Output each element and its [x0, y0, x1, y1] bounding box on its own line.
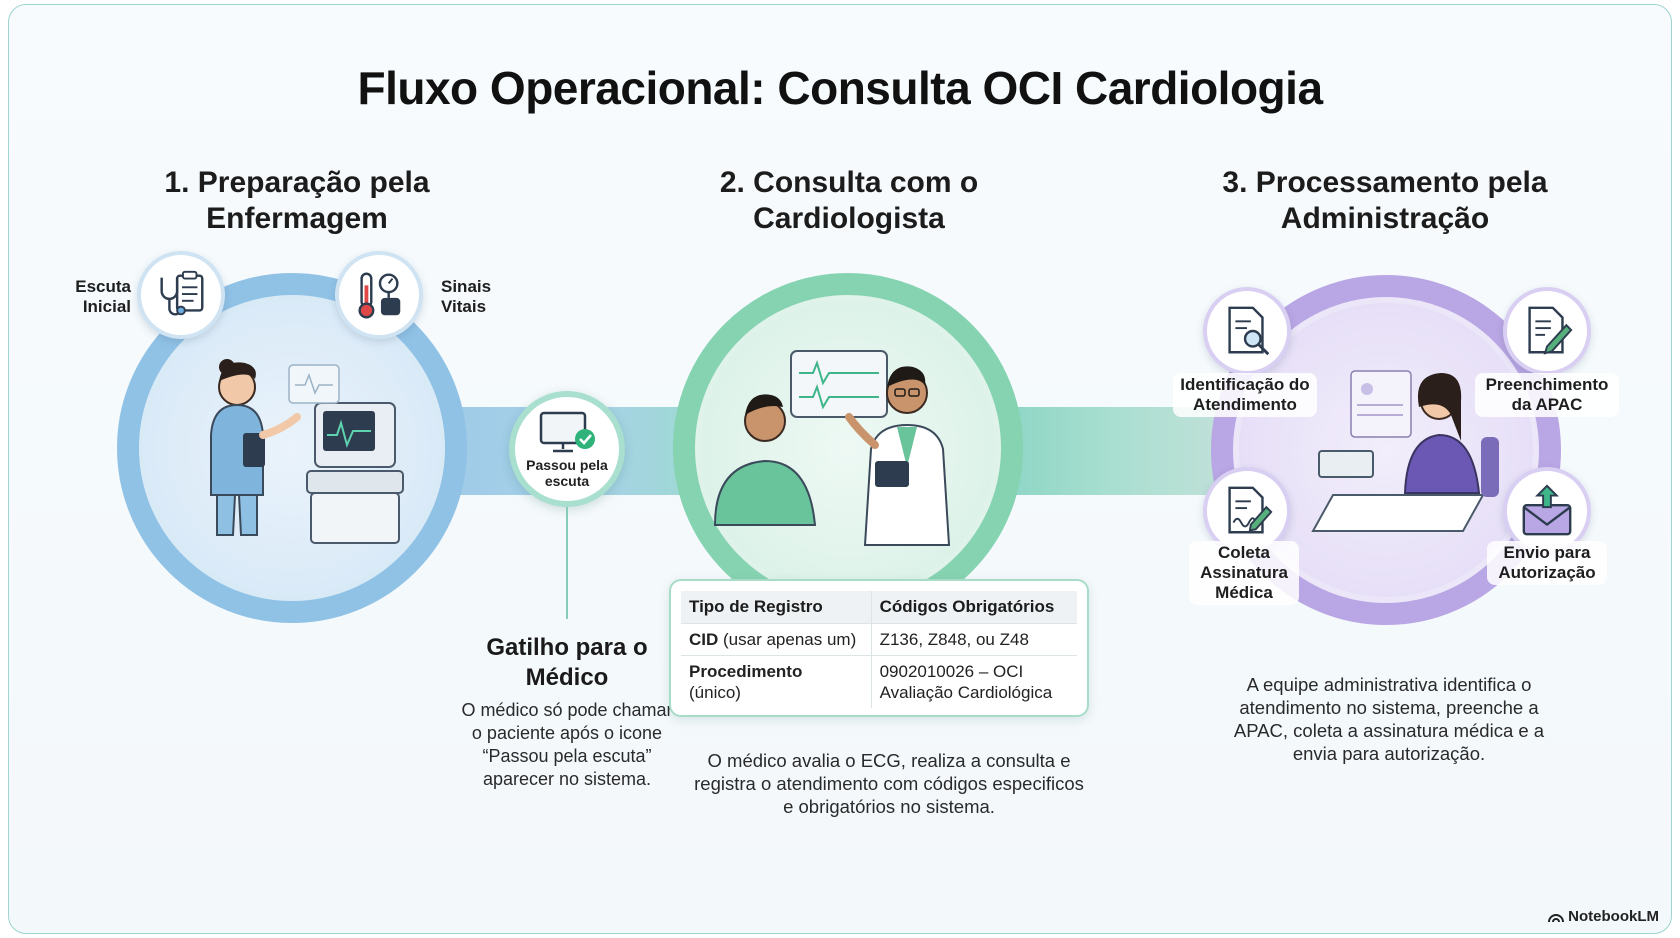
label-escuta-inicial: Escuta Inicial [75, 277, 131, 316]
stethoscope-clipboard-icon [137, 251, 225, 339]
table-row: CID (usar apenas um) Z136, Z848, ou Z48 [681, 623, 1077, 656]
table-cell-codigos: Z136, Z848, ou Z48 [871, 623, 1077, 656]
step-3-title: 3. Processamento pela Administração [1222, 166, 1548, 235]
label-preenchimento: Preenchimento da APAC [1475, 373, 1619, 417]
label-identificacao: Identificação do Atendimento [1173, 373, 1317, 417]
table-cell-codigos: 0902010026 – OCI Avaliação Cardiológica [871, 655, 1077, 708]
table-header-codigos: Códigos Obrigatórios [871, 591, 1077, 624]
cardiologist-circle [673, 273, 1023, 623]
cardiologist-illustration [713, 350, 951, 546]
table-cell-tipo-bold: CID [689, 630, 719, 649]
brand-label: NotebookLM [1568, 908, 1659, 925]
monitor-check-icon [539, 411, 595, 453]
trigger-connector-line [566, 507, 568, 619]
table-cell-tipo: Procedimento (único) [681, 655, 872, 708]
table-cell-tipo-rest: (usar apenas um) [718, 630, 857, 649]
connector-2-3 [1009, 407, 1219, 495]
trigger-title: Gatilho para o Médico [486, 634, 648, 691]
passou-pela-escuta-badge: Passou pela escuta [509, 391, 625, 507]
table-cell-tipo-rest: (único) [689, 683, 741, 702]
table-header-tipo: Tipo de Registro [681, 591, 872, 624]
document-pen-icon [1503, 287, 1591, 375]
table-cell-tipo-bold: Procedimento [689, 662, 803, 681]
codes-table: Tipo de Registro Códigos Obrigatórios CI… [669, 579, 1089, 717]
nurse-illustration [210, 359, 404, 544]
thermometer-pressure-icon [335, 251, 423, 339]
trigger-text: O médico só pode chamar o paciente após … [461, 700, 673, 789]
notebooklm-brand: NotebookLM [1548, 908, 1659, 925]
label-envio: Envio para Autorização [1487, 541, 1607, 585]
notebooklm-logo-icon [1548, 913, 1565, 922]
label-coleta: Coleta Assinatura Médica [1189, 541, 1299, 605]
step-2-description: O médico avalia o ECG, realiza a consult… [694, 750, 1084, 817]
diagram-card: Fluxo Operacional: Consulta OCI Cardiolo… [8, 4, 1672, 934]
step-2-title: 2. Consulta com o Cardiologista [719, 166, 979, 235]
page-title: Fluxo Operacional: Consulta OCI Cardiolo… [357, 62, 1323, 114]
label-sinais-vitais: Sinais Vitais [441, 277, 492, 316]
document-search-icon [1203, 287, 1291, 375]
admin-illustration [1311, 370, 1499, 532]
step-1-title: 1. Preparação pela Enfermagem [164, 166, 430, 235]
table-cell-tipo: CID (usar apenas um) [681, 623, 872, 656]
step-3-description: A equipe administrativa identifica o ate… [1233, 674, 1545, 764]
passou-pela-escuta-label: Passou pela escuta [526, 457, 608, 489]
document-signature-icon [1203, 467, 1291, 555]
table-row: Procedimento (único) 0902010026 – OCI Ava… [681, 655, 1077, 708]
